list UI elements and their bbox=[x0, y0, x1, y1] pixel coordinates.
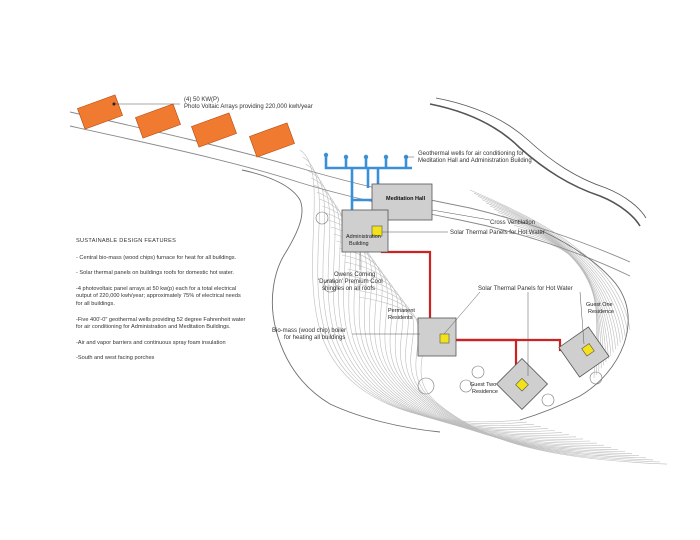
shingles-label-line1: Owens Corning bbox=[334, 272, 375, 278]
pv-array-3 bbox=[191, 112, 237, 148]
contour-line bbox=[339, 247, 619, 450]
guest-two-label-line1: Guest Two bbox=[470, 382, 496, 388]
permanent-label-line1: Permanent bbox=[388, 308, 415, 314]
contour-line bbox=[481, 199, 624, 340]
pv-array-2 bbox=[135, 103, 181, 139]
contour-line bbox=[353, 282, 654, 461]
guest-one-label-line1: Guest One bbox=[586, 302, 613, 308]
contour-line bbox=[333, 233, 605, 446]
geothermal-label-line1: Geothermal wells for air conditioning fo… bbox=[418, 151, 524, 157]
trees bbox=[315, 211, 603, 407]
contour-line bbox=[493, 208, 616, 350]
contour-line bbox=[330, 226, 598, 444]
solar-thermal-panel-admin bbox=[371, 225, 383, 237]
solar-thermal-label-1: Solar Thermal Panels for Hot Water bbox=[450, 230, 545, 236]
guest-one-label-line2: Residence bbox=[588, 309, 614, 315]
boiler-label-line2: for heating all buildings bbox=[284, 335, 345, 341]
feature-item: -Air and vapor barriers and continuous s… bbox=[76, 339, 226, 346]
cross-ventilation-label: Cross Ventilation bbox=[490, 220, 535, 226]
hillside bbox=[241, 169, 629, 433]
solar-thermal-panel-guest-two bbox=[515, 377, 529, 392]
solar-thermal-panel-guest-one bbox=[581, 343, 595, 357]
feature-item: -Five 400'-0" geothermal wells providing… bbox=[76, 316, 246, 331]
contour-line bbox=[350, 275, 647, 459]
meditation-hall: Meditation Hall bbox=[371, 183, 433, 221]
boiler-label-line1: Bio-mass (wood chip) boiler bbox=[272, 328, 346, 334]
guest-two-residence bbox=[495, 357, 549, 411]
leader-lines bbox=[352, 209, 585, 376]
stream bbox=[429, 97, 647, 227]
sustainable-design-features: SUSTAINABLE DESIGN FEATURES - Central bi… bbox=[76, 238, 246, 371]
guest-two-label-line2: Residence bbox=[472, 389, 498, 395]
feature-item: -4 photovoltaic panel arrays at 50 kw(p)… bbox=[76, 285, 241, 307]
shingles-label-line2: 'Duration' Premium Cool bbox=[318, 279, 383, 285]
solar-thermal-label-2: Solar Thermal Panels for Hot Water bbox=[478, 286, 573, 292]
features-title: SUSTAINABLE DESIGN FEATURES bbox=[76, 238, 177, 244]
pv-array-4 bbox=[249, 122, 295, 158]
geothermal-wells bbox=[323, 152, 409, 160]
contour-line bbox=[341, 254, 626, 452]
guest-one-residence bbox=[558, 326, 610, 378]
feature-item: -South and west facing porches bbox=[76, 355, 155, 362]
administration-label-line2: Building bbox=[349, 241, 369, 247]
permanent-label-line2: Residents bbox=[388, 315, 413, 321]
contour-line bbox=[489, 205, 619, 347]
pv-arrays-label-line1: (4) 50 KW(P) bbox=[184, 97, 219, 103]
contour-line bbox=[469, 189, 631, 331]
permanent-residents-building: Permanent Residents bbox=[388, 308, 457, 357]
pv-array-1 bbox=[77, 94, 123, 130]
photovoltaic-arrays bbox=[77, 94, 295, 158]
contour-line bbox=[477, 196, 626, 337]
feature-item: - Central bio-mass (wood chips) furnace … bbox=[76, 254, 237, 261]
pv-arrays-label-line2: Photo Voltaic Arrays providing 220,000 k… bbox=[184, 104, 313, 110]
feature-item: - Solar thermal panels on buildings roof… bbox=[76, 270, 234, 277]
contour-line bbox=[485, 202, 621, 343]
administration-label-line1: Administration bbox=[346, 234, 381, 240]
administration-building: Administration Building bbox=[341, 209, 389, 253]
meditation-hall-label: Meditation Hall bbox=[386, 196, 426, 202]
solar-thermal-panel-permanent bbox=[439, 333, 450, 344]
contour-line bbox=[299, 149, 521, 423]
contour-line bbox=[355, 289, 661, 463]
shingles-label-line3: shingles on all roofs bbox=[322, 286, 375, 292]
geothermal-label-line2: Meditation Hall and Administration Build… bbox=[418, 158, 532, 164]
